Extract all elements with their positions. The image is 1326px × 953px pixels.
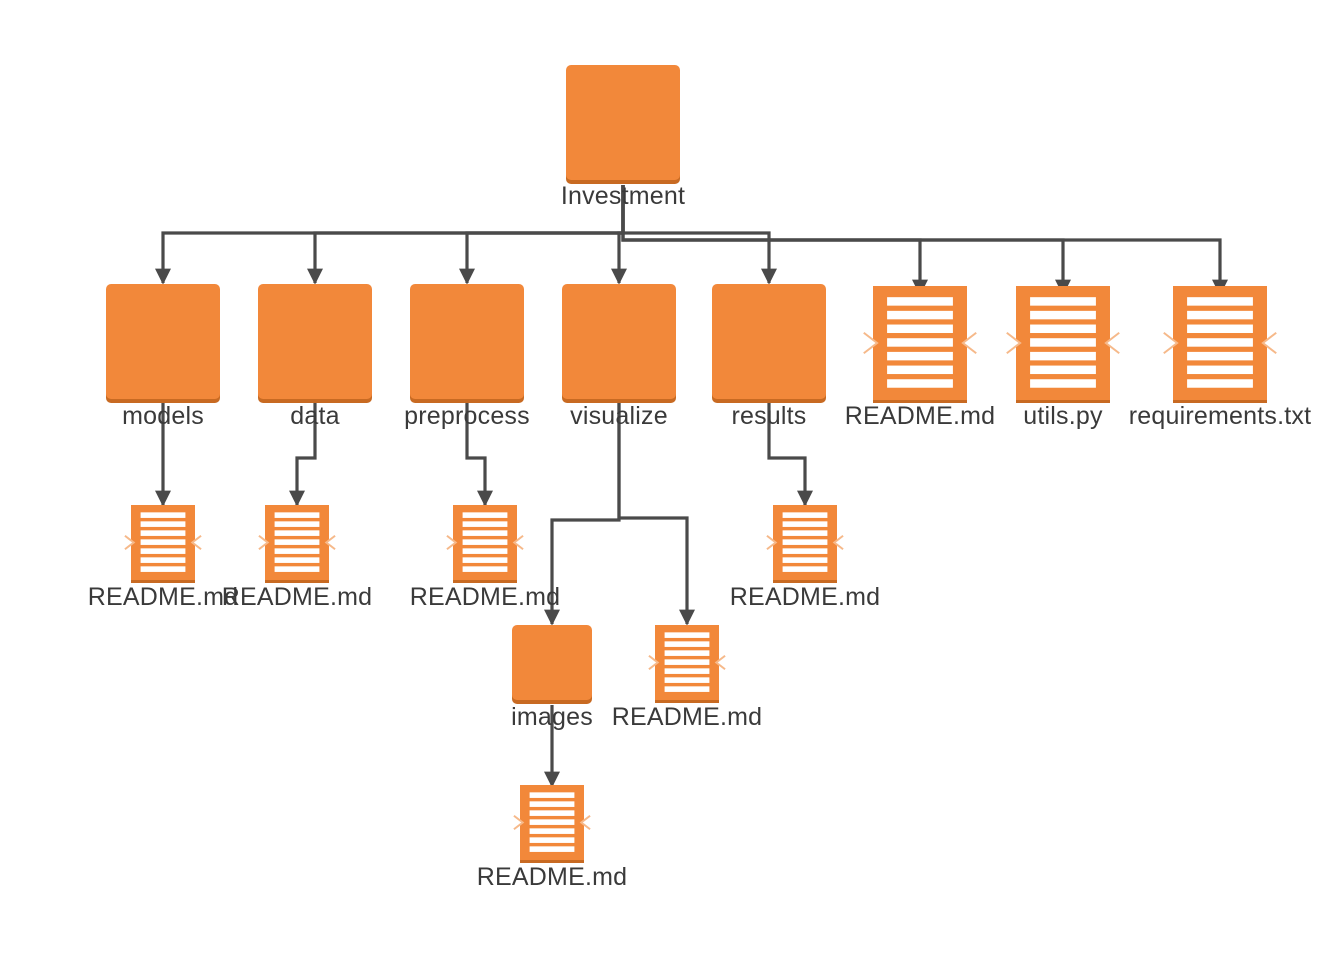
edge-results-readme	[767, 403, 813, 507]
folder-icon	[712, 284, 826, 403]
folder-icon	[512, 625, 592, 704]
edge-visualize-readme	[617, 403, 695, 626]
file-icon	[124, 505, 202, 583]
edge-preprocess-readme	[465, 403, 493, 507]
node-label-utils: utils.py	[1023, 402, 1103, 430]
node-label-models-readme: README.md	[87, 583, 239, 611]
edge-visualize-images	[544, 403, 621, 626]
folder-icon	[258, 284, 372, 403]
file-icon	[513, 785, 591, 863]
node-label-images-readme: README.md	[476, 863, 628, 891]
node-label-visualize: visualize	[570, 402, 668, 430]
node-label-results-readme: README.md	[729, 583, 881, 611]
node-label-results: results	[731, 402, 807, 430]
node-label-models: models	[122, 402, 204, 430]
node-label-visualize-readme: README.md	[611, 703, 763, 731]
file-icon	[863, 286, 977, 403]
node-label-data: data	[290, 402, 340, 430]
node-label-preprocess: preprocess	[404, 402, 530, 430]
node-label-root-readme: README.md	[844, 402, 996, 430]
edge-investment-requirements	[621, 185, 1228, 296]
folder-icon	[106, 284, 220, 403]
node-label-preprocess-readme: README.md	[409, 583, 561, 611]
file-icon	[1006, 286, 1120, 403]
node-label-data-readme: README.md	[221, 583, 373, 611]
file-icon	[446, 505, 524, 583]
file-icon	[648, 625, 726, 703]
file-icon	[1163, 286, 1277, 403]
node-label-investment: Investment	[560, 182, 686, 210]
node-label-requirements: requirements.txt	[1128, 402, 1312, 430]
file-icon	[258, 505, 336, 583]
file-icon	[766, 505, 844, 583]
edge-data-readme	[289, 403, 317, 507]
folder-icon	[566, 65, 680, 184]
folder-icon	[562, 284, 676, 403]
node-label-images: images	[511, 703, 593, 731]
folder-icon	[410, 284, 524, 403]
